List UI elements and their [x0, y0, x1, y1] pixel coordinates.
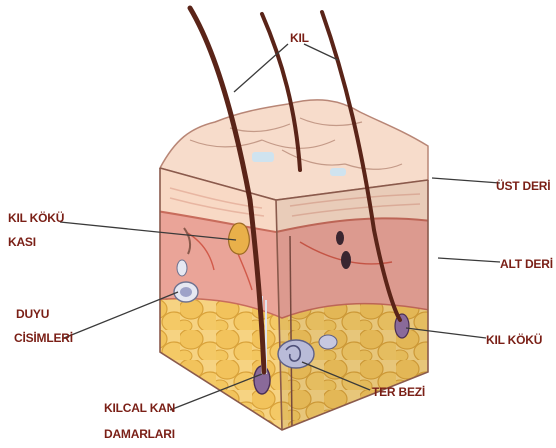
- label-kil-koku-kasi-line2: KASI: [8, 235, 36, 249]
- label-kil: KIL: [290, 31, 309, 45]
- label-kilcal-kan-damarlari-line1: KILCAL KAN: [104, 401, 175, 415]
- label-duyu-cisimleri-line1: DUYU: [16, 307, 49, 321]
- label-duyu-cisimleri-line2: CİSİMLERİ: [14, 330, 73, 345]
- label-kil-koku: KIL KÖKÜ: [486, 332, 542, 347]
- label-alt-deri: ALT DERİ: [500, 256, 553, 271]
- label-kilcal-kan-damarlari-line2: DAMARLARI: [104, 427, 175, 441]
- label-ust-deri: ÜST DERİ: [496, 178, 550, 193]
- label-kil-koku-kasi-line1: KIL KÖKÜ: [8, 210, 64, 225]
- label-ter-bezi: TER BEZİ: [372, 384, 425, 399]
